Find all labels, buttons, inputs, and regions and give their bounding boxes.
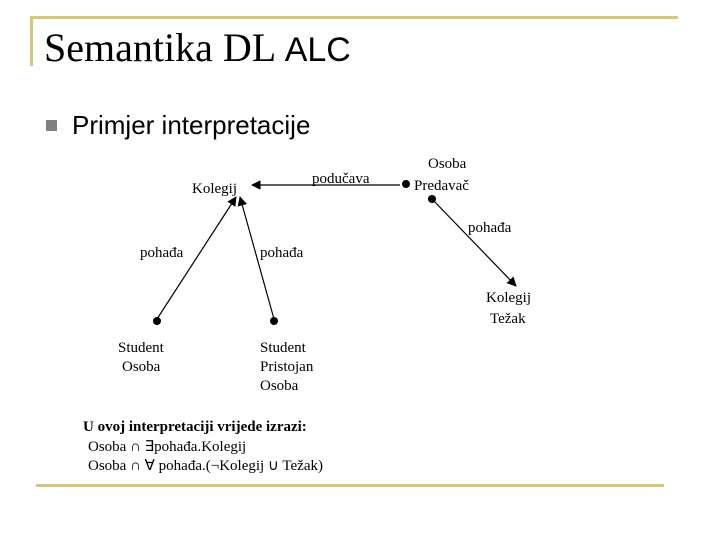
node-student2-line1: Student (260, 340, 307, 356)
bullet-marker (46, 120, 57, 131)
edge-label-pohadja-mid: pohađa (260, 245, 304, 261)
bullet-text: Primjer interpretacije (72, 110, 311, 140)
node-kolegij: Kolegij (192, 181, 237, 197)
conclusion-expr1: Osoba ∩ ∃pohađa.Kolegij (88, 439, 246, 455)
node-kolegij-tezak-line1: Kolegij (486, 290, 531, 306)
bottom-rule (36, 484, 664, 487)
node-kolegij-tezak-line2: Težak (490, 311, 526, 327)
edge-label-pohadja-right: pohađa (468, 220, 512, 236)
left-rule (30, 16, 33, 66)
edge-pohadja-right (431, 198, 517, 287)
conclusion-expr2: Osoba ∩ ∀ pohađa.(¬Kolegij ∪ Težak) (88, 458, 323, 474)
node-dot-student1 (153, 317, 161, 325)
top-rule (30, 16, 678, 19)
edge-label-poducava: podučava (312, 171, 370, 187)
node-predavac-line2: Predavač (414, 178, 469, 194)
conclusion-heading: U ovoj interpretaciji vrijede izrazi: (83, 419, 307, 435)
slide-title: Semantika DL ALC (44, 24, 351, 74)
node-student2-line2: Pristojan (260, 359, 314, 375)
title-suffix: ALC (284, 31, 351, 69)
title-main: Semantika DL (44, 25, 275, 70)
edge-pohadja-left (156, 196, 237, 320)
edge-pohadja-mid (237, 196, 275, 320)
node-dot-student2 (270, 317, 278, 325)
node-student2-line3: Osoba (260, 378, 299, 394)
edge-label-pohadja-left: pohađa (140, 245, 184, 261)
node-osoba-line1: Osoba (428, 156, 467, 172)
node-student1-line1: Student (118, 340, 165, 356)
node-student1-line2: Osoba (122, 359, 161, 375)
node-dot-osoba-predavac-2 (428, 195, 436, 203)
node-dot-osoba-predavac (402, 180, 410, 188)
